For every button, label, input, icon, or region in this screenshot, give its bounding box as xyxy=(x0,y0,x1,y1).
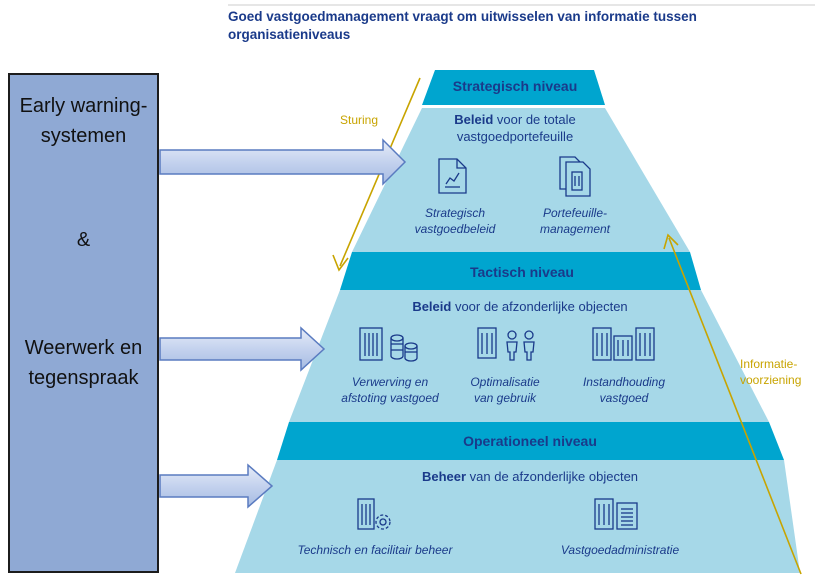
strategisch-header: Strategisch niveau xyxy=(452,78,578,94)
caption-line: van gebruik xyxy=(473,391,537,405)
buildings-icon xyxy=(592,327,655,361)
caption-line: Optimalisatie xyxy=(470,375,540,389)
strategisch-subtitle-line2: vastgoedportefeuille xyxy=(456,129,574,144)
left-panel-line-4: tegenspraak xyxy=(28,367,139,389)
building-gear-icon xyxy=(357,498,391,530)
caption-vastgoedadministratie: Vastgoedadministratie xyxy=(555,542,685,558)
caption-line: afstoting vastgoed xyxy=(341,391,439,405)
operationeel-subtitle-rest: van de afzonderlijke objecten xyxy=(466,469,639,484)
left-panel-line-1: Early warning- xyxy=(19,95,148,117)
operationeel-subtitle-bold: Beheer xyxy=(421,469,467,484)
caption-technisch-facilitair: Technisch en facilitair beheer xyxy=(295,542,455,558)
left-panel-ampersand: & xyxy=(76,229,91,251)
caption-line: vastgoedbeleid xyxy=(414,222,496,236)
caption-strategisch-vastgoedbeleid: Strategisch vastgoedbeleid xyxy=(405,205,505,237)
document-chart-icon xyxy=(438,158,467,194)
caption-line: Strategisch xyxy=(424,206,486,220)
title-rule xyxy=(228,4,815,6)
informatie-arrow xyxy=(663,233,802,575)
caption-portefeuillemanagement: Portefeuille- management xyxy=(520,205,630,237)
left-panel: Early warning- systemen & Weerwerk en te… xyxy=(8,73,159,573)
tactisch-header: Tactisch niveau xyxy=(469,264,574,280)
caption-line: vastgoed xyxy=(599,391,649,405)
tactisch-subtitle-bold: Beleid xyxy=(412,299,452,314)
left-panel-line-3: Weerwerk en xyxy=(24,337,143,359)
tactical-band xyxy=(340,252,701,290)
caption-line: Portefeuille- xyxy=(542,206,608,220)
caption-line: Verwerving en xyxy=(351,375,429,389)
strategic-section xyxy=(352,108,690,252)
strategic-band xyxy=(422,70,605,105)
operational-section xyxy=(235,460,800,573)
caption-line: Vastgoedadministratie xyxy=(560,543,680,557)
operationeel-subtitle: Beheer van de afzonderlijke objecten xyxy=(290,468,770,485)
caption-line: Technisch en facilitair beheer xyxy=(297,543,453,557)
informatie-label: Informatie- voorziening xyxy=(740,356,801,388)
informatie-label-line1: Informatie- xyxy=(740,357,798,371)
left-panel-line-2: systemen xyxy=(40,125,127,147)
strategisch-subtitle: Beleid voor de totale vastgoedportefeuil… xyxy=(420,111,610,145)
portfolio-documents-icon xyxy=(559,156,591,197)
caption-optimalisatie-gebruik: Optimalisatie van gebruik xyxy=(455,374,555,406)
arrow-to-strategic xyxy=(159,138,407,186)
tactical-section xyxy=(289,290,769,422)
diagram-title: Goed vastgoedmanagement vraagt om uitwis… xyxy=(228,9,697,42)
arrow-to-operational xyxy=(159,463,274,509)
building-document-icon xyxy=(594,498,638,530)
informatie-label-line2: voorziening xyxy=(740,373,802,387)
tactisch-subtitle-rest: voor de afzonderlijke objecten xyxy=(451,299,628,314)
strategisch-subtitle-bold: Beleid xyxy=(454,112,494,127)
strategisch-subtitle-rest: voor de totale xyxy=(493,112,576,127)
caption-line: Instandhouding xyxy=(582,375,666,389)
caption-line: management xyxy=(539,222,611,236)
building-people-icon xyxy=(477,327,535,361)
operational-band xyxy=(277,422,784,460)
caption-instandhouding: Instandhouding vastgoed xyxy=(572,374,676,406)
arrow-to-tactical xyxy=(159,326,326,372)
building-coins-icon xyxy=(359,327,418,362)
caption-verwerving-afstoting: Verwerving en afstoting vastgoed xyxy=(335,374,445,406)
tactisch-subtitle: Beleid voor de afzonderlijke objecten xyxy=(340,298,700,315)
operationeel-header: Operationeel niveau xyxy=(463,433,597,449)
sturing-label: Sturing xyxy=(340,113,379,127)
